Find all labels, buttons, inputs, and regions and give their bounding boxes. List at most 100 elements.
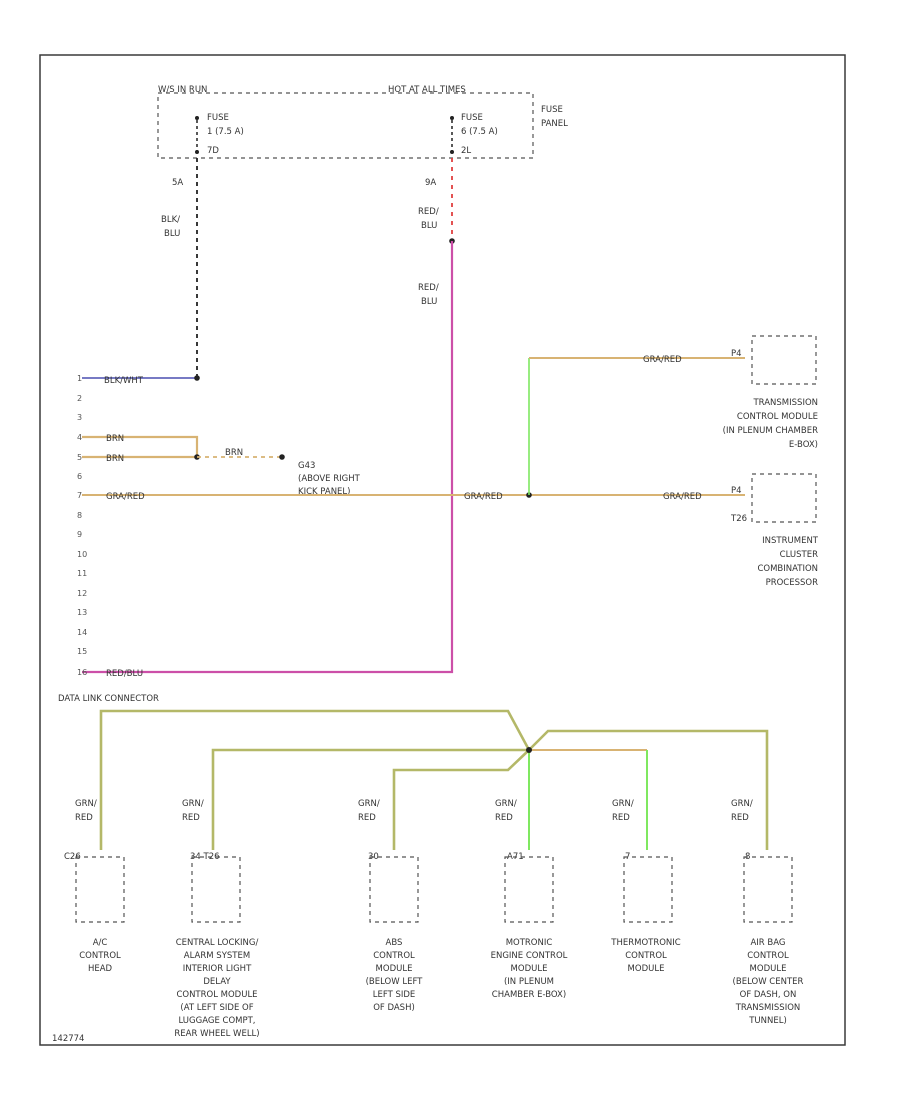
ab-wire-label-2: RED	[731, 813, 749, 823]
ac-pin-label: C26	[64, 852, 81, 862]
dlc-pin-6: 6	[77, 472, 82, 481]
instrument-cluster-module: P4 T26 INSTRUMENT CLUSTER COMBINATION PR…	[730, 473, 819, 588]
fuse2-position: 2L	[461, 146, 471, 156]
ic-connector-label: T26	[730, 514, 747, 524]
dlc-pin-12: 12	[77, 589, 87, 598]
ic-pin-label: P4	[731, 486, 742, 496]
ic-box	[751, 473, 817, 523]
ab-module-label-5: OF DASH, ON	[740, 990, 797, 1000]
wire-gra-red-label-3: GRA/RED	[643, 355, 682, 365]
me-module-box	[504, 856, 554, 923]
me-module-label-5: CHAMBER E-BOX)	[492, 990, 566, 1000]
cl-module-label-6: (AT LEFT SIDE OF	[180, 1003, 253, 1013]
ab-module-label-3: MODULE	[750, 964, 787, 974]
abs-module-box	[369, 856, 419, 923]
module-airbag: GRN/ RED 8 AIR BAG CONTROL MODULE (BELOW…	[731, 799, 804, 1026]
fuse2-top-terminal	[450, 116, 454, 120]
module-motronic: GRN/ RED A71 MOTRONIC ENGINE CONTROL MOD…	[491, 799, 568, 1000]
tcm-label-3: (IN PLENUM CHAMBER	[723, 426, 818, 436]
tcm-pin-label: P4	[731, 349, 742, 359]
me-wire-label-1: GRN/	[495, 799, 517, 809]
wire-red2-label-2: BLU	[421, 297, 437, 307]
diagram-frame	[39, 54, 846, 1046]
dlc-pin-9: 9	[77, 530, 82, 539]
abs-module-label-3: MODULE	[376, 964, 413, 974]
cl-pin-label: 34 T26	[190, 852, 220, 862]
bus-wire-ac	[99, 709, 531, 850]
wire-brn-label-c: BRN	[225, 448, 243, 458]
ic-label-1: INSTRUMENT	[762, 536, 819, 546]
dlc-pin-15: 15	[77, 647, 87, 656]
bus-splice	[526, 747, 532, 753]
dlc-pin-1: 1	[77, 374, 82, 383]
wire-blk-label-1: BLK/	[161, 215, 180, 225]
abs-module-label-1: ABS	[386, 938, 403, 948]
ground-label-2: (ABOVE RIGHT	[298, 474, 361, 484]
wire-blk-label-2: BLU	[164, 229, 180, 239]
me-module-label-1: MOTRONIC	[506, 938, 553, 948]
abs-module-label-5: LEFT SIDE	[373, 990, 416, 1000]
fuse2-rating: 6 (7.5 A)	[461, 127, 498, 137]
me-module-label-3: MODULE	[511, 964, 548, 974]
fuse-panel-box	[157, 92, 534, 159]
ac-module-label-1: A/C	[93, 938, 108, 948]
abs-wire-label-1: GRN/	[358, 799, 380, 809]
tcm-label-2: CONTROL MODULE	[737, 412, 818, 422]
wire-brn-label-a: BRN	[106, 434, 124, 444]
module-ac-control-head: GRN/ RED C26 A/C CONTROL HEAD	[64, 799, 125, 974]
module-thermotronic: GRN/ RED 7 THERMOTRONIC CONTROL MODULE	[610, 799, 681, 974]
wire-blk-wht-label: BLK/WHT	[104, 376, 144, 386]
wire-red2-label-1: RED/	[418, 283, 439, 293]
cl-module-label-8: REAR WHEEL WELL)	[174, 1029, 259, 1039]
cl-module-label-7: LUGGAGE COMPT,	[178, 1016, 255, 1026]
th-module-label-2: CONTROL	[625, 951, 667, 961]
wire-9a-label: 9A	[425, 178, 436, 188]
th-wire-label-1: GRN/	[612, 799, 634, 809]
ac-wire-label-1: GRN/	[75, 799, 97, 809]
ic-label-3: COMBINATION	[757, 564, 818, 574]
tcm-box	[751, 335, 817, 385]
cl-module-label-5: CONTROL MODULE	[176, 990, 257, 1000]
fuse1-rating: 1 (7.5 A)	[207, 127, 244, 137]
wire-red-blu-pink	[82, 241, 454, 674]
ab-module-box	[743, 856, 793, 923]
dlc-pin-4: 4	[77, 433, 82, 442]
dlc-pin-7: 7	[77, 491, 82, 500]
dlc-pin-8: 8	[77, 511, 82, 520]
abs-wire-label-2: RED	[358, 813, 376, 823]
fuse1-bottom-terminal	[195, 150, 199, 154]
wire-5a-label: 5A	[172, 178, 183, 188]
fuse1-top-terminal	[195, 116, 199, 120]
wire-red-blu-label: RED/BLU	[106, 669, 143, 679]
module-abs: GRN/ RED 30 ABS CONTROL MODULE (BELOW LE…	[358, 799, 423, 1013]
data-link-connector-pins: 1 2 3 4 5 6 7 8 9 10 11 12 13 14 15 16	[77, 374, 87, 677]
fuse-panel: W/S IN RUN HOT AT ALL TIMES FUSE 1 (7.5 …	[157, 85, 568, 159]
ground-label-1: G43	[298, 461, 315, 471]
me-module-label-2: ENGINE CONTROL	[491, 951, 568, 961]
dlc-pin-11: 11	[77, 569, 87, 578]
th-module-label-3: MODULE	[628, 964, 665, 974]
abs-module-label-6: OF DASH)	[373, 1003, 415, 1013]
cl-wire-label-1: GRN/	[182, 799, 204, 809]
abs-module-label-4: (BELOW LEFT	[366, 977, 424, 987]
wire-gra-red-label-2: GRA/RED	[464, 492, 503, 502]
ab-wire-label-1: GRN/	[731, 799, 753, 809]
fuse2-label: FUSE	[461, 113, 483, 123]
ac-module-label-3: HEAD	[88, 964, 113, 974]
bus-wire-central-locking	[211, 748, 529, 850]
ab-module-label-7: TUNNEL)	[748, 1016, 787, 1026]
me-wire-label-2: RED	[495, 813, 513, 823]
transmission-control-module: P4 TRANSMISSION CONTROL MODULE (IN PLENU…	[723, 335, 818, 450]
bus-wire-airbag	[528, 729, 769, 850]
cl-module-label-1: CENTRAL LOCKING/	[176, 938, 259, 948]
ic-label-4: PROCESSOR	[766, 578, 819, 588]
cl-module-label-2: ALARM SYSTEM	[184, 951, 250, 961]
ground-label-3: KICK PANEL)	[298, 487, 350, 497]
footer-code: 142774	[52, 1034, 84, 1044]
ab-module-label-6: TRANSMISSION	[735, 1003, 801, 1013]
fuse-panel-label-1: FUSE	[541, 105, 563, 115]
ab-module-label-2: CONTROL	[747, 951, 789, 961]
cl-wire-label-2: RED	[182, 813, 200, 823]
dlc-pin-10: 10	[77, 550, 87, 559]
